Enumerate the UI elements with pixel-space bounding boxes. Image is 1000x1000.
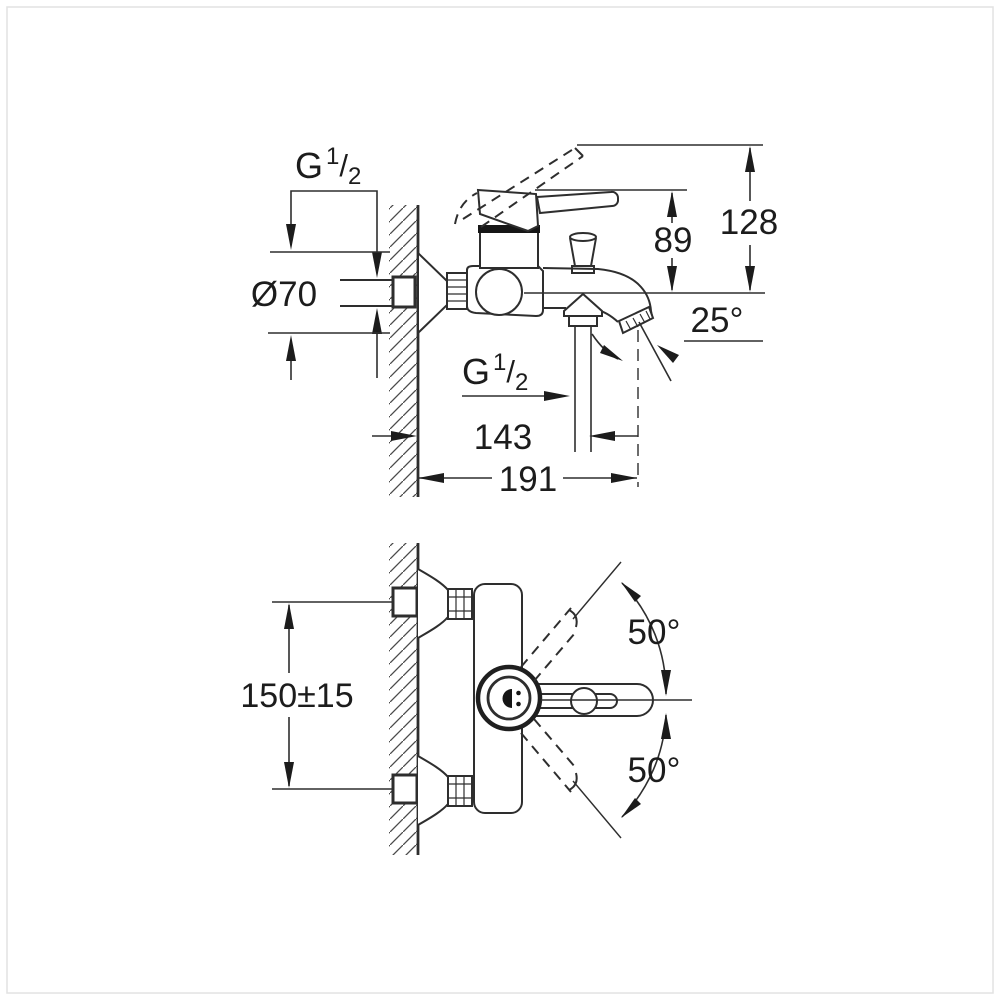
arc-arrowhead [661, 713, 671, 739]
escutcheon-diameter-label: Ø70 [251, 275, 317, 314]
shower-outlet [563, 292, 603, 452]
escutcheon-cone [417, 755, 449, 826]
wall-union-nut [391, 773, 419, 805]
height-128-dimension: 128 [577, 144, 778, 292]
hub-keyway [502, 689, 512, 708]
spout-outer-curve [542, 267, 653, 317]
thread-nipple [446, 272, 468, 310]
handle-swing-lower-annotation: 50° [520, 713, 681, 839]
width-191-dimension: 191 [418, 330, 639, 499]
wall-hatch [389, 205, 418, 497]
swing-handle-edge [533, 632, 576, 682]
arc-arrowhead [661, 670, 671, 696]
arrowhead-down [372, 252, 382, 278]
stream-arrowhead [600, 345, 623, 361]
cartridge-block [479, 231, 539, 269]
arrowhead-right [391, 431, 417, 441]
wall-union-nut [391, 586, 419, 618]
arc-arrowhead [621, 798, 641, 818]
height-128-label: 128 [720, 203, 778, 242]
raised-lever-edge [480, 155, 584, 228]
handle-raised-position [454, 147, 584, 228]
aerator-hatch [625, 310, 651, 331]
stream-angle-annotation: 25° [591, 301, 763, 382]
mounting-distance-dimension: 150±15 [240, 601, 393, 790]
escutcheon-diameter-dimension: Ø70 [251, 251, 390, 334]
arc-arrowhead [621, 582, 641, 602]
arrowhead-left [418, 473, 444, 483]
arrowhead-down [745, 266, 755, 292]
hub-dot [516, 690, 521, 696]
outlet-collar [568, 315, 598, 327]
arrowhead-up [284, 603, 294, 629]
wall-union-nut [391, 275, 417, 309]
angle-arrowhead [657, 345, 679, 363]
spout-aerator [617, 305, 655, 335]
diverter-knob [569, 232, 597, 274]
escutcheon-cone [417, 568, 449, 639]
width-191-label: 191 [499, 460, 557, 499]
leader-bracket [290, 190, 378, 253]
image-border [6, 6, 994, 994]
arrowhead-up [667, 191, 677, 217]
thread-lines [448, 279, 466, 302]
handle-screw-boss [570, 687, 598, 715]
swing-handle-edge [520, 732, 572, 793]
swing-upper-label: 50° [628, 613, 681, 652]
thread-nipple [447, 775, 473, 807]
angle-ray [572, 561, 622, 620]
thread-lines [449, 590, 471, 618]
handle-swing-upper-annotation: 50° [520, 561, 681, 696]
raised-lever-edge [462, 147, 576, 220]
body-boss-circle [475, 268, 523, 316]
mounting-distance-label: 150±15 [240, 677, 353, 715]
swing-handle-edge [520, 607, 572, 668]
stream-direction-line [638, 321, 672, 382]
arrowhead-up [372, 308, 382, 334]
cartridge-ring [478, 225, 540, 233]
thread-lines [449, 777, 471, 805]
escutcheon-cone [417, 250, 448, 336]
swing-handle-edge [533, 718, 576, 768]
handle-lever-side [535, 190, 620, 215]
width-143-dimension: 143 [372, 418, 638, 457]
handle-dome [476, 188, 540, 233]
arrowhead-down [286, 224, 296, 250]
bottom-connection [391, 755, 473, 826]
arrowhead-up [745, 146, 755, 172]
raised-lever-endcap [574, 147, 584, 157]
angle-ray [572, 780, 622, 839]
handle-hub [475, 664, 543, 732]
arrowhead-down [284, 762, 294, 788]
height-89-dimension: 89 [535, 189, 693, 292]
arrowhead-up [286, 335, 296, 361]
raised-dome-ghost [454, 192, 478, 225]
arrowhead-left [589, 431, 615, 441]
thread-nipple [447, 588, 473, 620]
arrowhead-down [667, 266, 677, 292]
outlet-peak [563, 292, 603, 317]
top-connection [391, 568, 473, 639]
hub-dot [516, 701, 521, 707]
width-143-label: 143 [474, 418, 532, 457]
swing-lower-label: 50° [628, 751, 681, 790]
height-89-label: 89 [654, 221, 693, 260]
arrowhead-right [544, 391, 570, 401]
spout-angle-label: 25° [691, 301, 744, 340]
front-view: 150±15 [240, 543, 692, 855]
wall-section-side [389, 205, 420, 497]
arrowhead-right [611, 473, 637, 483]
